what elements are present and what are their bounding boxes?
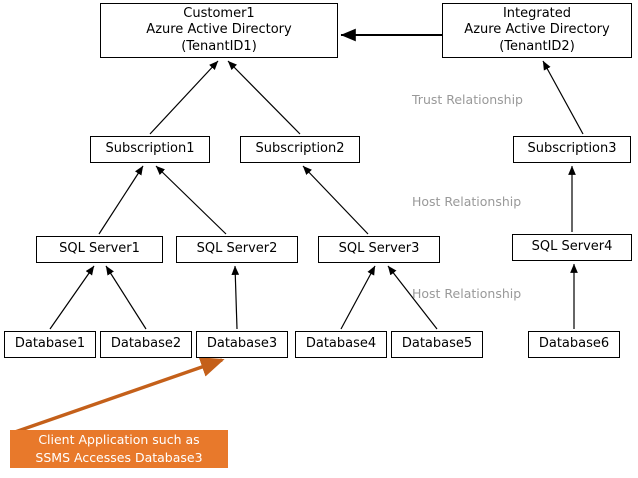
edge-sub2-to-aad1 — [227, 60, 301, 135]
edge-srv3-to-sub2 — [302, 165, 369, 235]
edge-label-host-relationship-2: Host Relationship — [412, 286, 522, 301]
edge-db3-to-srv2 — [231, 265, 240, 330]
node-srv3: SQL Server3 — [318, 236, 440, 263]
client-application-callout: Client Application such as SSMS Accesses… — [10, 430, 228, 468]
edge-label-trust-relationship: Trust Relationship — [412, 92, 523, 107]
node-aad1: Customer1 Azure Active Directory (Tenant… — [100, 3, 338, 58]
node-db2: Database2 — [100, 331, 192, 358]
node-srv1: SQL Server1 — [36, 236, 163, 263]
node-db4: Database4 — [295, 331, 387, 358]
node-sub3: Subscription3 — [513, 136, 631, 163]
node-srv4: SQL Server4 — [512, 234, 632, 261]
edge-db4-to-srv3 — [340, 265, 376, 330]
node-aad2: Integrated Azure Active Directory (Tenan… — [442, 3, 632, 58]
callout-arrow-line — [14, 357, 225, 434]
edge-sub3-to-aad2 — [542, 60, 584, 135]
edge-db5-to-srv3 — [387, 265, 438, 330]
node-db1: Database1 — [4, 331, 96, 358]
callout-arrow — [14, 357, 225, 434]
edge-db1-to-srv1 — [49, 265, 95, 330]
edge-srv2-to-sub1 — [155, 165, 227, 235]
node-db5: Database5 — [391, 331, 483, 358]
edge-sub1-to-aad1 — [149, 60, 219, 135]
node-db6: Database6 — [528, 331, 620, 358]
node-srv2: SQL Server2 — [176, 236, 298, 263]
node-sub1: Subscription1 — [90, 136, 210, 163]
node-db3: Database3 — [196, 331, 288, 358]
edges-group — [49, 28, 584, 330]
edge-db2-to-srv1 — [105, 265, 147, 330]
edge-srv1-to-sub1 — [98, 165, 144, 235]
edge-label-host-relationship-1: Host Relationship — [412, 194, 522, 209]
node-sub2: Subscription2 — [240, 136, 360, 163]
